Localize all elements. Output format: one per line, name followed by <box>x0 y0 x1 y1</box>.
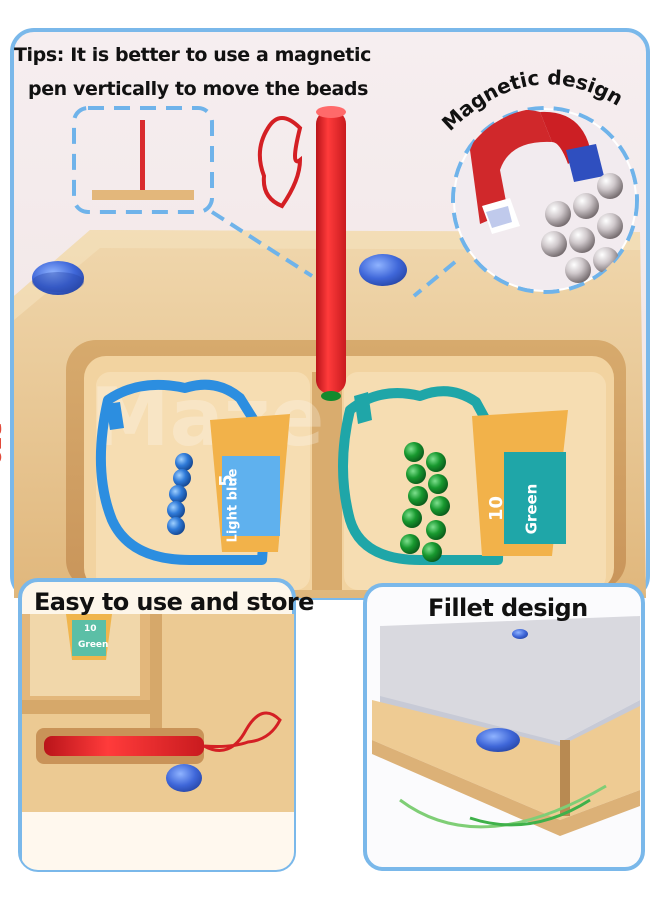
easy-store-panel <box>18 578 296 872</box>
tips-line-1: Tips: It is better to use a magnetic <box>14 44 371 66</box>
board-side-text: aze <box>0 422 8 465</box>
green-beads <box>400 442 450 562</box>
inset-cup-number: 10 <box>84 624 97 634</box>
cup-right <box>338 386 568 565</box>
tip-illustration <box>72 106 314 278</box>
blue-beads <box>167 453 193 535</box>
fillet-panel <box>363 583 645 871</box>
cup-left <box>95 379 290 565</box>
svg-text:Magnetic design: Magnetic design <box>440 65 627 135</box>
pen-string <box>257 116 303 209</box>
left-cup-color: Light blue <box>225 468 241 543</box>
magnetic-badge <box>412 106 639 298</box>
magnetic-pen <box>316 106 346 401</box>
easy-store-caption: Easy to use and store <box>34 588 314 616</box>
inset-cup-color: Green <box>78 640 109 650</box>
fillet-caption: Fillet design <box>428 594 588 622</box>
magnetic-design-text: Magnetic design <box>440 65 627 135</box>
knob-left <box>32 261 84 295</box>
knob-mid <box>359 254 407 286</box>
magnetic-design-label: Magnetic design <box>440 65 627 135</box>
right-cup-number: 10 <box>486 495 508 522</box>
right-cup-color: Green <box>522 483 541 535</box>
tips-line-2: pen vertically to move the beads <box>28 78 368 100</box>
